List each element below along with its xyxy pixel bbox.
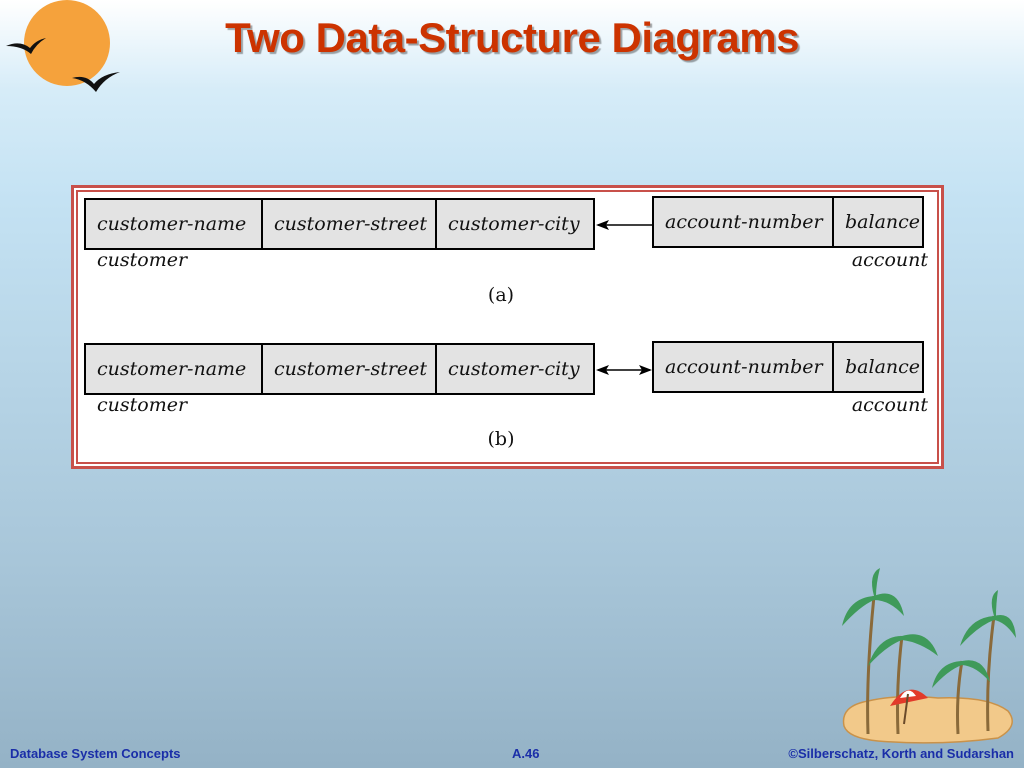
account-record-a: account-number balance (652, 196, 924, 248)
footer-course-title: Database System Concepts (10, 746, 181, 761)
field-customer-street: customer-street (263, 345, 437, 393)
record-label-account: account (851, 394, 928, 416)
field-customer-name: customer-name (86, 200, 263, 248)
record-label-customer: customer (97, 394, 188, 416)
customer-record-a: customer-name customer-street customer-c… (84, 198, 595, 250)
field-customer-name: customer-name (86, 345, 263, 393)
diagram-frame: customer-name customer-street customer-c… (71, 185, 944, 469)
footer-copyright: ©Silberschatz, Korth and Sudarshan (788, 746, 1014, 761)
customer-record-b: customer-name customer-street customer-c… (84, 343, 595, 395)
record-label-customer: customer (97, 249, 188, 271)
diagram-caption-b: (b) (487, 428, 515, 450)
diagram-caption-a: (a) (487, 284, 515, 306)
account-record-b: account-number balance (652, 341, 924, 393)
field-customer-city: customer-city (448, 358, 580, 380)
link-arrow-single (596, 220, 654, 230)
field-account-number: account-number (654, 198, 834, 246)
field-customer-city: customer-city (448, 213, 580, 235)
link-arrow-double (596, 365, 652, 375)
palm-island-icon (842, 568, 1016, 744)
footer-slide-number: A.46 (512, 746, 540, 761)
field-balance: balance (845, 356, 921, 378)
record-label-account: account (851, 249, 928, 271)
field-customer-street: customer-street (263, 200, 437, 248)
sun-birds-logo-icon (6, 0, 120, 92)
slide-title: Two Data-Structure Diagrams (225, 14, 799, 61)
field-account-number: account-number (654, 343, 834, 391)
diagram-panel: customer-name customer-street customer-c… (78, 192, 937, 462)
field-balance: balance (845, 211, 921, 233)
